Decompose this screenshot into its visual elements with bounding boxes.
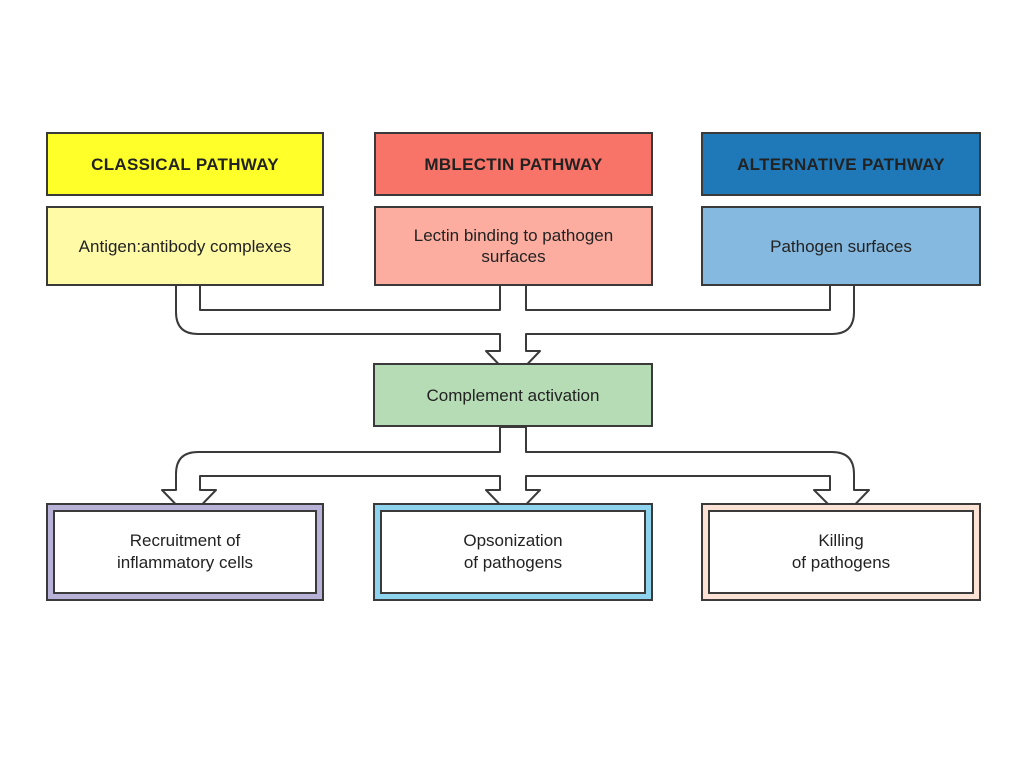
recruitment-outcome-label: Recruitment of inflammatory cells bbox=[53, 510, 317, 594]
classical-trigger-box: Antigen:antibody complexes bbox=[46, 206, 324, 286]
opsonization-outcome-box: Opsonization of pathogens bbox=[373, 503, 653, 601]
merge-arrow bbox=[175, 284, 855, 380]
killing-outcome-label: Killing of pathogens bbox=[708, 510, 974, 594]
complement-activation-box: Complement activation bbox=[373, 363, 653, 427]
recruitment-outcome-box: Recruitment of inflammatory cells bbox=[46, 503, 324, 601]
opsonization-outcome-label: Opsonization of pathogens bbox=[380, 510, 646, 594]
killing-outcome-box: Killing of pathogens bbox=[701, 503, 981, 601]
mblectin-pathway-header: MBLECTIN PATHWAY bbox=[374, 132, 653, 196]
alternative-pathway-header: ALTERNATIVE PATHWAY bbox=[701, 132, 981, 196]
alternative-trigger-box: Pathogen surfaces bbox=[701, 206, 981, 286]
mblectin-trigger-box: Lectin binding to pathogen surfaces bbox=[374, 206, 653, 286]
classical-pathway-header: CLASSICAL PATHWAY bbox=[46, 132, 324, 196]
